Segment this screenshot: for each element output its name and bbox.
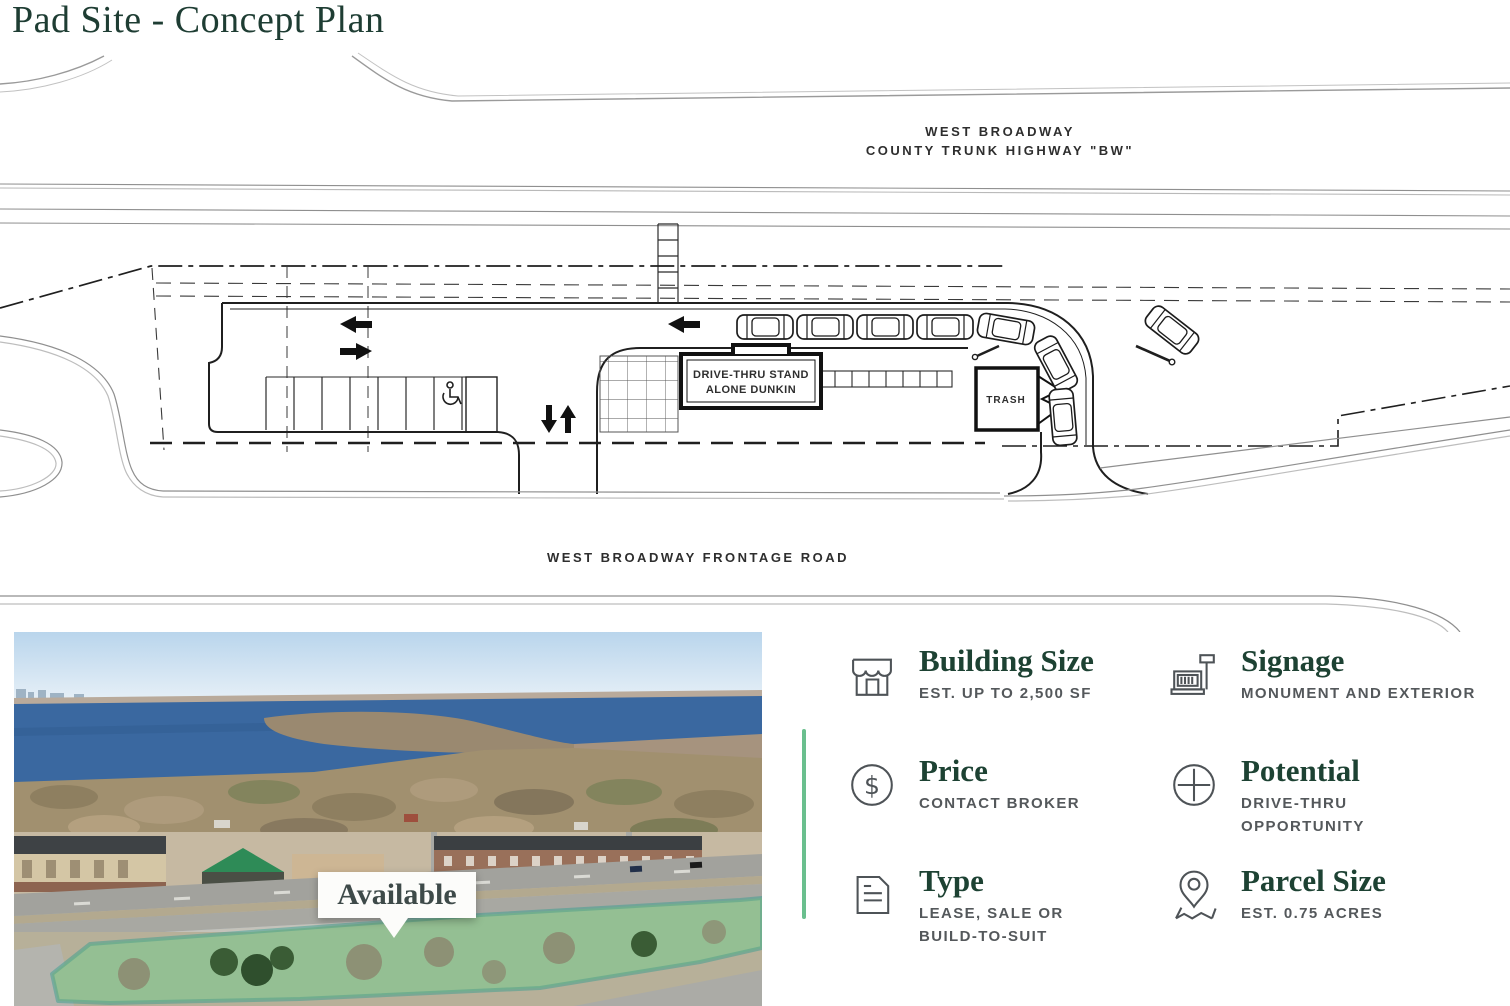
patio-grid [599,355,679,433]
accessible-parking-icon [442,381,462,406]
dollar-circle-icon: $ [845,758,899,812]
feature-grid: Building Size EST. UP TO 2,500 SF Signag… [845,645,1507,975]
highway-label-line1: WEST BROADWAY [925,124,1075,139]
site-plan: DRIVE-THRU STAND ALONE DUNKIN TRASH [0,52,1510,632]
trash-enclosure: TRASH [974,366,1063,432]
feature-potential: Potential DRIVE-THRU OPPORTUNITY [1167,755,1507,865]
dunkin-building: DRIVE-THRU STAND ALONE DUNKIN [679,343,823,410]
frontage-road-lines [0,335,1510,632]
document-icon [845,868,899,922]
parcel-trees [118,920,726,990]
building-label-line1: DRIVE-THRU STAND [693,369,809,381]
feature-subtitle: CONTACT BROKER [919,794,1080,812]
crosswalk [657,223,679,304]
lake-shading [14,722,314,736]
parking-stalls [265,376,466,430]
feature-type: Type LEASE, SALE OR BUILD-TO-SUIT [845,865,1167,975]
plus-circle-icon [1167,758,1221,812]
aerial-photo-art [14,632,762,1006]
storefront-icon [845,648,899,702]
feature-price: $ Price CONTACT BROKER [845,755,1167,865]
feature-title: Price [919,753,988,788]
available-label: Available [337,878,457,911]
feature-title: Parcel Size [1241,863,1386,898]
available-parcel [50,896,762,1005]
feature-parcel-size: Parcel Size EST. 0.75 ACRES [1167,865,1507,975]
menu-board [971,344,1176,366]
hatched-no-park-area [465,376,498,433]
trash-label: TRASH [986,395,1025,406]
site-plan-drawing: DRIVE-THRU STAND ALONE DUNKIN TRASH [0,52,1510,632]
page-title: Pad Site - Concept Plan [12,0,385,41]
queue-lane-markers [817,370,953,388]
feature-subtitle: MONUMENT AND EXTERIOR [1241,684,1476,702]
monument-sign-icon [1167,648,1221,702]
frontage-road-label: WEST BROADWAY FRONTAGE ROAD [547,550,849,565]
highway-lines [0,183,1510,230]
aerial-photo: Available [14,632,762,1006]
building-label-line2: ALONE DUNKIN [706,384,796,396]
feature-subtitle: EST. 0.75 ACRES [1241,904,1384,922]
feature-building-size: Building Size EST. UP TO 2,500 SF [845,645,1167,755]
feature-subtitle: DRIVE-THRU OPPORTUNITY [1241,794,1365,835]
svg-text:$: $ [864,771,880,800]
feature-title: Type [919,863,984,898]
feature-subtitle: EST. UP TO 2,500 SF [919,684,1092,702]
green-divider [802,729,806,919]
peninsula [264,711,574,753]
north-road-curves [0,52,1510,102]
feature-signage: Signage MONUMENT AND EXTERIOR [1167,645,1507,755]
feature-title: Signage [1241,643,1345,678]
feature-title: Building Size [919,643,1094,678]
city-skyline [16,689,84,698]
property-lines [0,265,1510,452]
feature-title: Potential [1241,753,1360,788]
available-callout: Available [318,872,476,938]
feature-subtitle: LEASE, SALE OR BUILD-TO-SUIT [919,904,1064,945]
highway-label-line2: COUNTY TRUNK HIGHWAY "BW" [866,143,1134,158]
map-pin-icon [1167,868,1221,922]
bottom-right-lot [574,970,762,1006]
